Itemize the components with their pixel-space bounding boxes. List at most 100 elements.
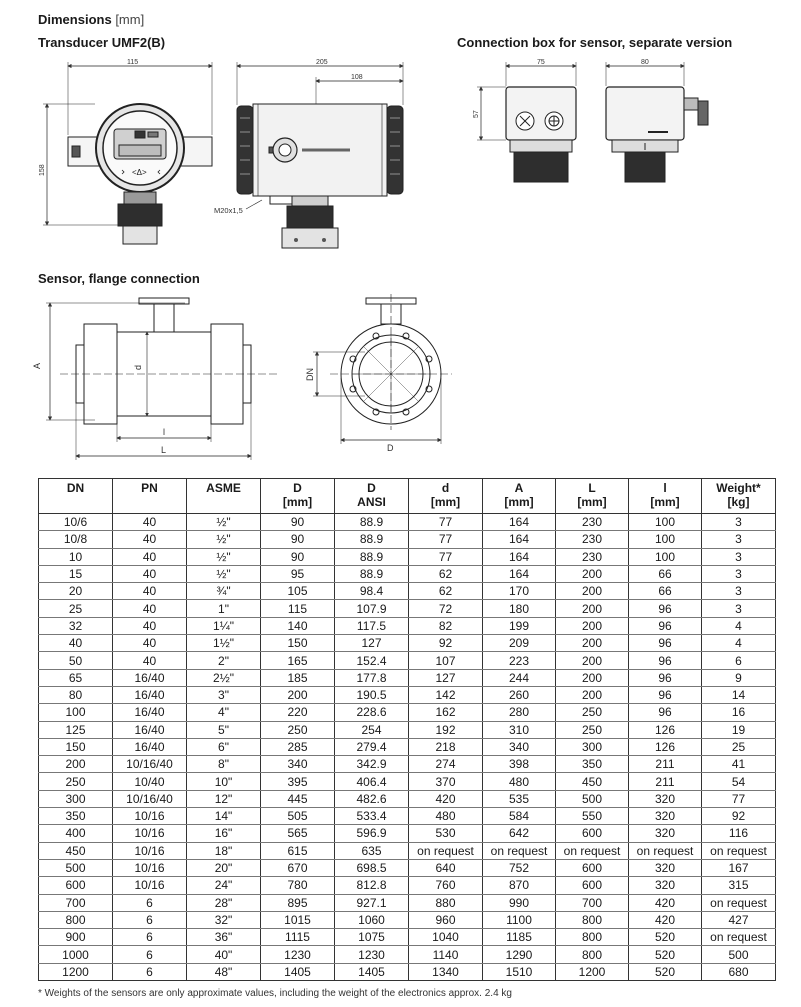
table-cell: 760 bbox=[408, 876, 483, 895]
table-cell: 990 bbox=[482, 894, 556, 912]
column-header-label: A bbox=[514, 481, 524, 495]
cable-gland-label: M20x1,5 bbox=[214, 206, 243, 215]
table-cell: 260 bbox=[482, 686, 556, 705]
table-cell: 3 bbox=[701, 548, 776, 566]
table-cell: 126 bbox=[628, 738, 702, 757]
table-cell: ½" bbox=[186, 548, 261, 566]
column-header-unit: [mm] bbox=[577, 495, 607, 509]
table-cell: 500 bbox=[555, 790, 629, 809]
technical-drawings: <Δ> 115 158 bbox=[32, 59, 709, 460]
table-cell: 870 bbox=[482, 876, 556, 895]
table-cell: 16/40 bbox=[112, 721, 187, 739]
connection-box-heading: Connection box for sensor, separate vers… bbox=[457, 35, 733, 50]
table-cell: 96 bbox=[628, 599, 702, 618]
table-cell: 480 bbox=[408, 807, 483, 826]
table-cell: 199 bbox=[482, 617, 556, 636]
table-cell: 600 bbox=[38, 876, 113, 895]
table-cell: 170 bbox=[482, 582, 556, 601]
table-cell: 14" bbox=[186, 807, 261, 826]
table-cell: 9 bbox=[701, 669, 776, 687]
table-cell: 285 bbox=[260, 738, 335, 757]
table-cell: 40 bbox=[112, 548, 187, 566]
table-cell: 3 bbox=[701, 582, 776, 601]
table-cell: 350 bbox=[38, 807, 113, 826]
table-cell: 565 bbox=[260, 824, 335, 843]
column-header: Weight*[kg] bbox=[701, 478, 776, 514]
table-cell: 14 bbox=[701, 686, 776, 705]
table-cell: 10" bbox=[186, 772, 261, 791]
table-cell: 16/40 bbox=[112, 738, 187, 757]
table-cell: 505 bbox=[260, 807, 335, 826]
column-header-label: L bbox=[588, 481, 596, 495]
table-cell: 20 bbox=[38, 582, 113, 601]
table-cell: 62 bbox=[408, 582, 483, 601]
table-cell: 50 bbox=[38, 651, 113, 670]
transducer-side-width: 205 bbox=[316, 59, 328, 66]
table-cell: 228.6 bbox=[334, 703, 409, 722]
table-cell: 230 bbox=[555, 530, 629, 549]
table-cell: 550 bbox=[555, 807, 629, 826]
table-cell: 200 bbox=[555, 686, 629, 705]
column-header-label: D bbox=[367, 481, 376, 495]
table-cell: 420 bbox=[628, 894, 702, 912]
table-cell: 96 bbox=[628, 617, 702, 636]
table-cell: 1405 bbox=[260, 963, 335, 982]
table-cell: 100 bbox=[628, 548, 702, 566]
table-cell: 127 bbox=[334, 634, 409, 653]
transducer-side-partial: 108 bbox=[351, 74, 363, 81]
column-header: l[mm] bbox=[628, 478, 702, 514]
table-cell: 6" bbox=[186, 738, 261, 757]
table-cell: 107.9 bbox=[334, 599, 409, 618]
table-cell: 180 bbox=[482, 599, 556, 618]
table-cell: 927.1 bbox=[334, 894, 409, 912]
table-cell: 40 bbox=[112, 565, 187, 584]
column-header: A[mm] bbox=[482, 478, 556, 514]
table-cell: 162 bbox=[408, 703, 483, 722]
table-cell: on request bbox=[701, 928, 776, 947]
table-cell: 77 bbox=[408, 548, 483, 566]
table-cell: 600 bbox=[555, 824, 629, 843]
table-cell: 395 bbox=[260, 772, 335, 791]
table-cell: 88.9 bbox=[334, 548, 409, 566]
table-cell: 3 bbox=[701, 599, 776, 618]
table-cell: 250 bbox=[260, 721, 335, 739]
table-cell: 66 bbox=[628, 582, 702, 601]
table-cell: 279.4 bbox=[334, 738, 409, 757]
table-cell: 82 bbox=[408, 617, 483, 636]
column-header: ASME bbox=[186, 478, 261, 514]
table-cell: 800 bbox=[555, 945, 629, 964]
table-cell: 96 bbox=[628, 651, 702, 670]
table-cell: 200 bbox=[555, 582, 629, 601]
table-cell: 320 bbox=[628, 807, 702, 826]
table-cell: 177.8 bbox=[334, 669, 409, 687]
table-cell: 250 bbox=[38, 772, 113, 791]
sensor-flange-end-view bbox=[313, 294, 452, 444]
flange-dim-DN: DN bbox=[305, 368, 315, 381]
flange-dim-D: D bbox=[387, 443, 394, 453]
table-cell: 125 bbox=[38, 721, 113, 739]
table-cell: 230 bbox=[555, 548, 629, 566]
table-cell: 3" bbox=[186, 686, 261, 705]
box-height: 57 bbox=[473, 110, 480, 118]
table-cell: 420 bbox=[408, 790, 483, 809]
table-cell: 40 bbox=[38, 634, 113, 653]
table-cell: 40 bbox=[112, 513, 187, 532]
table-cell: 25 bbox=[38, 599, 113, 618]
transducer-side-view bbox=[236, 62, 404, 249]
table-cell: 1200 bbox=[555, 963, 629, 982]
table-cell: 450 bbox=[555, 772, 629, 791]
table-cell: 342.9 bbox=[334, 755, 409, 774]
table-cell: 10 bbox=[38, 548, 113, 566]
table-cell: 254 bbox=[334, 721, 409, 739]
table-cell: 100 bbox=[38, 703, 113, 722]
table-cell: 165 bbox=[260, 651, 335, 670]
